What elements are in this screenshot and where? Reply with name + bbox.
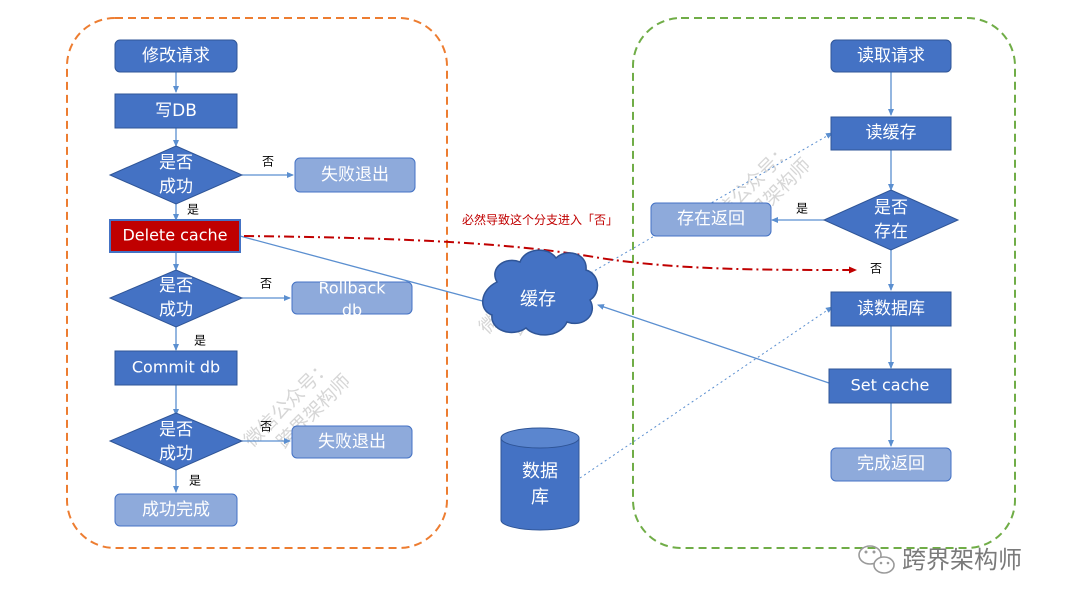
fail-exit-node-3: 失败退出	[291, 425, 413, 459]
svg-text:读缓存: 读缓存	[866, 123, 917, 143]
write-flow-edges	[173, 72, 491, 493]
database-cylinder: 数据 库	[500, 427, 580, 531]
write-db-node: 写DB	[114, 93, 238, 129]
yes-label-2: 是	[194, 334, 206, 348]
read-flow-group	[632, 17, 1016, 549]
decision-node-1: 是否 成功	[108, 145, 244, 205]
svg-text:失败退出: 失败退出	[318, 432, 386, 452]
svg-text:失败退出: 失败退出	[321, 165, 389, 185]
set-cache-node: Set cache	[828, 368, 952, 404]
svg-text:缓存: 缓存	[520, 289, 556, 310]
svg-text:是否: 是否	[874, 198, 908, 218]
decision-exist-node: 是否 存在	[822, 189, 960, 251]
annotation-text: 必然导致这个分支进入「否」	[462, 212, 618, 227]
wechat-icon	[858, 545, 895, 574]
read-flow-edges	[597, 72, 894, 447]
yes-label-exist: 是	[796, 202, 808, 216]
svg-text:db: db	[342, 301, 362, 320]
write-flow-group	[66, 17, 448, 549]
svg-text:成功: 成功	[159, 444, 193, 464]
fail-exit-node-1: 失败退出	[294, 157, 416, 193]
svg-text:数据: 数据	[522, 461, 558, 482]
red-annotation-line	[243, 235, 857, 274]
svg-text:成功: 成功	[159, 300, 193, 320]
svg-text:成功完成: 成功完成	[142, 500, 210, 520]
data-source-links	[579, 132, 833, 479]
svg-text:Set cache: Set cache	[851, 376, 930, 395]
svg-text:库: 库	[531, 487, 549, 508]
done-return-node: 完成返回	[830, 447, 952, 482]
exists-return-node: 存在返回	[650, 202, 772, 237]
svg-text:Commit db: Commit db	[132, 358, 220, 377]
modify-request-node: 修改请求	[114, 39, 238, 73]
svg-text:Rollback: Rollback	[318, 279, 386, 298]
svg-text:是否: 是否	[159, 153, 193, 173]
decision-node-3: 是否 成功	[108, 412, 244, 471]
svg-text:修改请求: 修改请求	[142, 46, 210, 66]
no-label-2: 否	[260, 277, 272, 291]
delete-cache-node: Delete cache	[109, 219, 241, 253]
no-label-1: 否	[262, 155, 274, 169]
svg-text:完成返回: 完成返回	[857, 454, 925, 474]
yes-label-1: 是	[187, 203, 199, 217]
svg-text:读取请求: 读取请求	[857, 46, 925, 66]
rollback-node: Rollback db	[291, 279, 413, 320]
svg-text:是否: 是否	[159, 420, 193, 440]
no-label-3: 否	[260, 420, 272, 434]
read-cache-node: 读缓存	[830, 116, 952, 151]
decision-node-2: 是否 成功	[108, 269, 244, 328]
no-label-exist: 否	[870, 262, 882, 276]
success-done-node: 成功完成	[114, 493, 238, 527]
svg-text:存在: 存在	[874, 222, 908, 242]
svg-text:Delete cache: Delete cache	[122, 226, 227, 245]
commit-db-node: Commit db	[114, 350, 238, 386]
svg-text:是否: 是否	[159, 276, 193, 296]
svg-text:写DB: 写DB	[155, 101, 197, 121]
svg-text:成功: 成功	[159, 177, 193, 197]
svg-text:存在返回: 存在返回	[677, 209, 745, 229]
logo-text: 跨界架构师	[902, 546, 1022, 574]
yes-label-3: 是	[189, 474, 201, 488]
cache-cloud: 缓存	[482, 249, 599, 336]
read-request-node: 读取请求	[830, 39, 952, 73]
svg-text:读数据库: 读数据库	[857, 299, 925, 319]
read-db-node: 读数据库	[830, 291, 952, 327]
